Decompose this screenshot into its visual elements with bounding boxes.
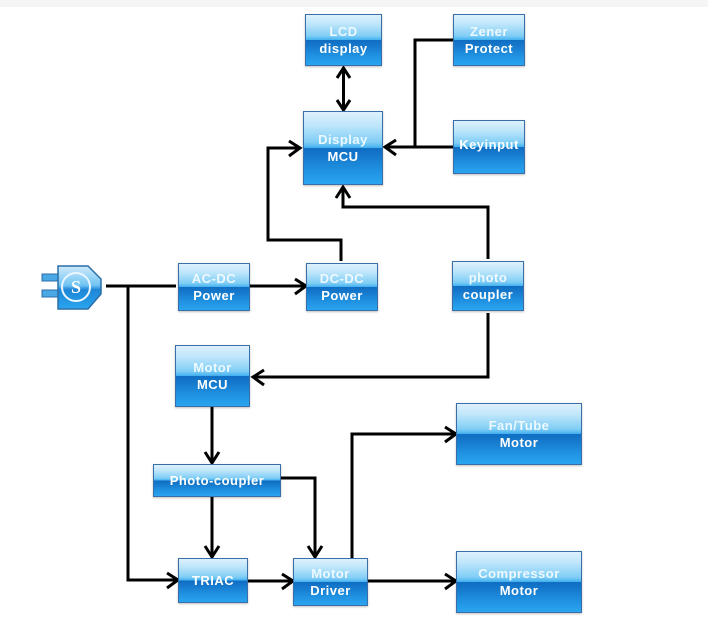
block-dc-dc-power[interactable]: DC-DC Power bbox=[306, 263, 378, 311]
block-keyinput[interactable]: Keyinput bbox=[453, 120, 525, 174]
block-zener-protect-line1: Zener bbox=[470, 23, 508, 39]
block-display-mcu[interactable]: Display MCU bbox=[303, 111, 383, 185]
block-compressor-motor-line1: Compressor bbox=[478, 565, 560, 581]
plug-label: S bbox=[71, 277, 81, 297]
block-display-mcu-line2: MCU bbox=[327, 148, 359, 164]
block-triac[interactable]: TRIAC bbox=[178, 558, 248, 603]
block-fan-tube-motor[interactable]: Fan/Tube Motor bbox=[456, 403, 582, 465]
block-lcd-display[interactable]: LCD display bbox=[305, 14, 382, 66]
block-dc-dc-power-line1: DC-DC bbox=[319, 270, 365, 286]
block-photo-coupler-top-line2: coupler bbox=[462, 286, 514, 302]
block-motor-driver[interactable]: Motor Driver bbox=[293, 558, 368, 606]
block-compressor-motor[interactable]: Compressor Motor bbox=[456, 551, 582, 613]
block-ac-dc-power[interactable]: AC-DC Power bbox=[178, 263, 250, 311]
block-zener-protect[interactable]: Zener Protect bbox=[453, 14, 525, 66]
block-keyinput-label: Keyinput bbox=[459, 137, 519, 152]
block-compressor-motor-line2: Motor bbox=[499, 582, 539, 598]
block-photo-coupler-top[interactable]: photo coupler bbox=[452, 261, 524, 311]
block-fan-tube-motor-line2: Motor bbox=[499, 434, 539, 450]
block-motor-driver-line1: Motor bbox=[311, 565, 350, 581]
block-photo-coupler-bottom-label: Photo-coupler bbox=[169, 472, 265, 488]
block-triac-label: TRIAC bbox=[191, 572, 235, 588]
top-strip bbox=[0, 0, 708, 7]
block-photo-coupler-top-line1: photo bbox=[468, 269, 508, 285]
block-motor-mcu[interactable]: Motor MCU bbox=[175, 345, 250, 407]
block-lcd-display-line1: LCD bbox=[329, 23, 358, 39]
block-ac-dc-power-line2: Power bbox=[193, 287, 235, 303]
block-motor-driver-line2: Driver bbox=[310, 582, 351, 598]
block-zener-protect-line2: Protect bbox=[464, 40, 514, 56]
block-lcd-display-line2: display bbox=[319, 40, 368, 56]
block-display-mcu-line1: Display bbox=[318, 131, 368, 147]
block-dc-dc-power-line2: Power bbox=[321, 287, 363, 303]
block-motor-mcu-line1: Motor bbox=[193, 359, 232, 375]
ac-mains-plug-icon: S bbox=[41, 265, 102, 310]
block-motor-mcu-line2: MCU bbox=[196, 376, 229, 392]
block-photo-coupler-bottom[interactable]: Photo-coupler bbox=[153, 464, 281, 497]
block-ac-dc-power-line1: AC-DC bbox=[191, 270, 237, 286]
block-fan-tube-motor-line1: Fan/Tube bbox=[488, 417, 550, 433]
